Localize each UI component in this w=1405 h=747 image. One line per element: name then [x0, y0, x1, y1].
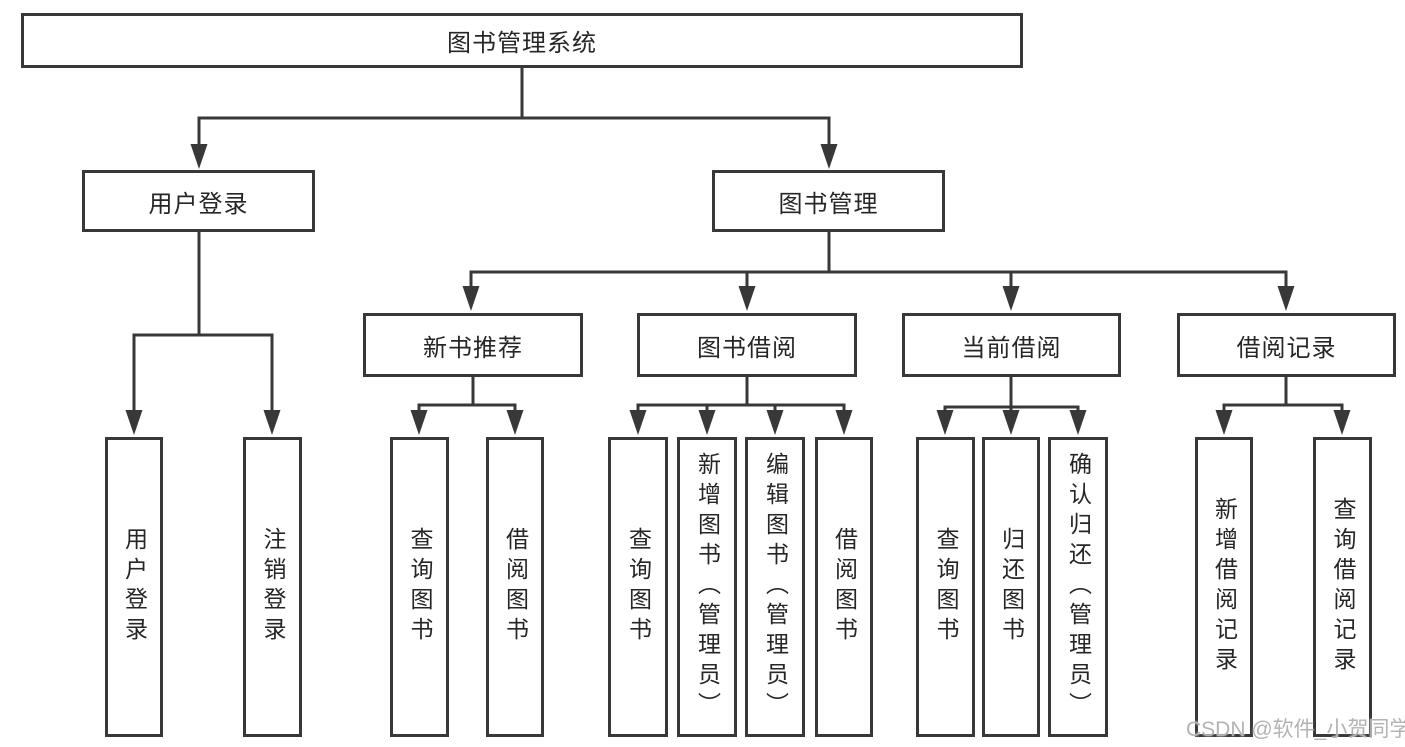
node-book-management-branch: 图书管理	[712, 170, 945, 232]
node-new-book-recommendation: 新书推荐	[363, 313, 583, 377]
node-label: 新增借阅记录	[1211, 497, 1238, 677]
leaf-query-books-recommend: 查询图书	[390, 437, 449, 737]
leaf-add-book-admin: 新增图书（管理员）	[677, 437, 737, 737]
leaf-query-books-borrow: 查询图书	[608, 437, 668, 737]
node-label: 查询图书	[625, 527, 652, 647]
node-label: 注销登录	[260, 527, 286, 647]
node-label: 用户登录	[148, 190, 249, 218]
node-label: 图书管理系统	[447, 30, 597, 57]
node-label: 查询图书	[407, 527, 433, 647]
node-user-login-branch: 用户登录	[82, 170, 315, 232]
node-label: 用户登录	[121, 527, 148, 647]
node-label: 查询借阅记录	[1330, 497, 1356, 677]
node-label: 编辑图书（管理员）	[762, 452, 789, 722]
leaf-query-borrow-record: 查询借阅记录	[1313, 437, 1372, 737]
node-borrowing-records: 借阅记录	[1177, 313, 1396, 377]
node-label: 借阅记录	[1236, 334, 1337, 362]
node-label: 新书推荐	[423, 334, 523, 362]
leaf-edit-book-admin: 编辑图书（管理员）	[745, 437, 805, 737]
node-label: 图书借阅	[697, 334, 797, 362]
leaf-borrow-books-borrow: 借阅图书	[815, 437, 873, 737]
arrowheads	[125, 144, 1351, 435]
node-label: 借阅图书	[502, 527, 529, 647]
leaf-borrow-books-recommend: 借阅图书	[486, 437, 544, 737]
node-label: 当前借阅	[961, 334, 1062, 362]
leaf-logout: 注销登录	[243, 437, 302, 737]
node-label: 图书管理	[778, 190, 879, 218]
leaf-user-login: 用户登录	[105, 437, 163, 737]
node-current-borrowing: 当前借阅	[902, 313, 1121, 377]
node-library-management-system: 图书管理系统	[21, 13, 1023, 68]
node-label: 新增图书（管理员）	[694, 452, 721, 722]
leaf-confirm-return-admin: 确认归还（管理员）	[1048, 437, 1108, 737]
node-label: 确认归还（管理员）	[1065, 452, 1092, 722]
node-label: 查询图书	[933, 527, 959, 647]
node-book-borrowing: 图书借阅	[637, 313, 857, 377]
csdn-watermark: CSDN @软件_小贺同学	[1186, 718, 1405, 741]
leaf-query-books-current: 查询图书	[916, 437, 975, 737]
node-label: 借阅图书	[831, 527, 858, 647]
node-label: 归还图书	[998, 527, 1025, 647]
leaf-return-books: 归还图书	[982, 437, 1040, 737]
leaf-add-borrow-record: 新增借阅记录	[1195, 437, 1253, 737]
